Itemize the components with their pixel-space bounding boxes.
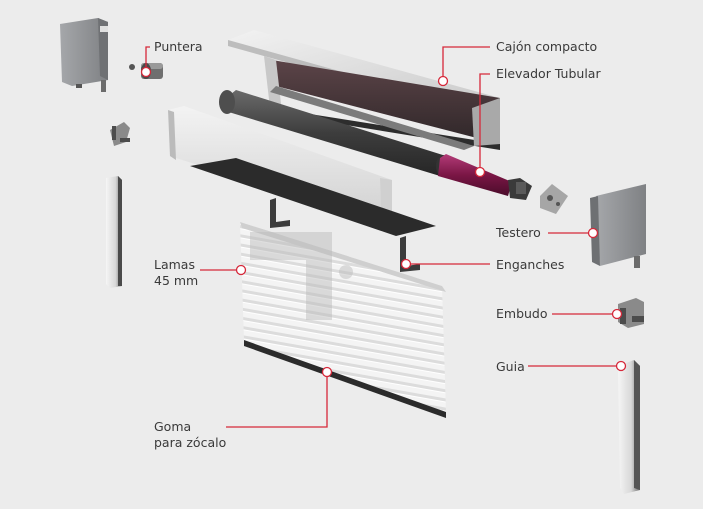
label-lamas-line1: Lamas bbox=[154, 257, 195, 272]
left-embudo bbox=[110, 122, 130, 146]
motor-bracket bbox=[540, 184, 568, 214]
compact-box-part bbox=[228, 30, 500, 150]
label-goma-line1: Goma bbox=[154, 419, 192, 434]
right-embudo bbox=[618, 298, 644, 328]
dot-cajon bbox=[437, 75, 449, 87]
label-lamas-line2: 45 mm bbox=[154, 273, 199, 288]
label-cajon-compacto: Cajón compacto bbox=[496, 39, 598, 54]
callout-dots bbox=[140, 66, 627, 378]
label-lamas: Lamas 45 mm bbox=[154, 257, 198, 289]
label-embudo: Embudo bbox=[496, 306, 548, 321]
label-goma: Goma para zócalo bbox=[154, 419, 226, 451]
label-elevador-tubular: Elevador Tubular bbox=[496, 66, 601, 81]
leader-cajon bbox=[442, 46, 490, 81]
dot-lamas bbox=[235, 264, 247, 276]
label-enganches: Enganches bbox=[496, 257, 565, 272]
dot-embudo bbox=[611, 308, 623, 320]
leader-goma bbox=[226, 372, 328, 428]
right-end-cap bbox=[590, 184, 646, 268]
label-goma-line2: para zócalo bbox=[154, 435, 227, 450]
dot-puntera bbox=[140, 66, 152, 78]
label-puntera: Puntera bbox=[154, 39, 203, 54]
slat-curtain bbox=[240, 222, 446, 418]
label-guia: Guia bbox=[496, 359, 525, 374]
dot-guia bbox=[615, 360, 627, 372]
right-guide-rail bbox=[618, 360, 640, 494]
dot-goma bbox=[321, 366, 333, 378]
box-front-cover bbox=[168, 106, 436, 236]
label-testero: Testero bbox=[496, 225, 541, 240]
dot-testero bbox=[587, 227, 599, 239]
dot-elevador bbox=[474, 166, 486, 178]
leader-elevador bbox=[479, 73, 490, 172]
callout-lines bbox=[145, 46, 621, 428]
dot-enganches bbox=[400, 258, 412, 270]
tubular-roller bbox=[219, 90, 532, 200]
leader-puntera bbox=[145, 46, 150, 72]
left-end-cap bbox=[60, 18, 108, 92]
left-guide-rail bbox=[106, 176, 122, 288]
